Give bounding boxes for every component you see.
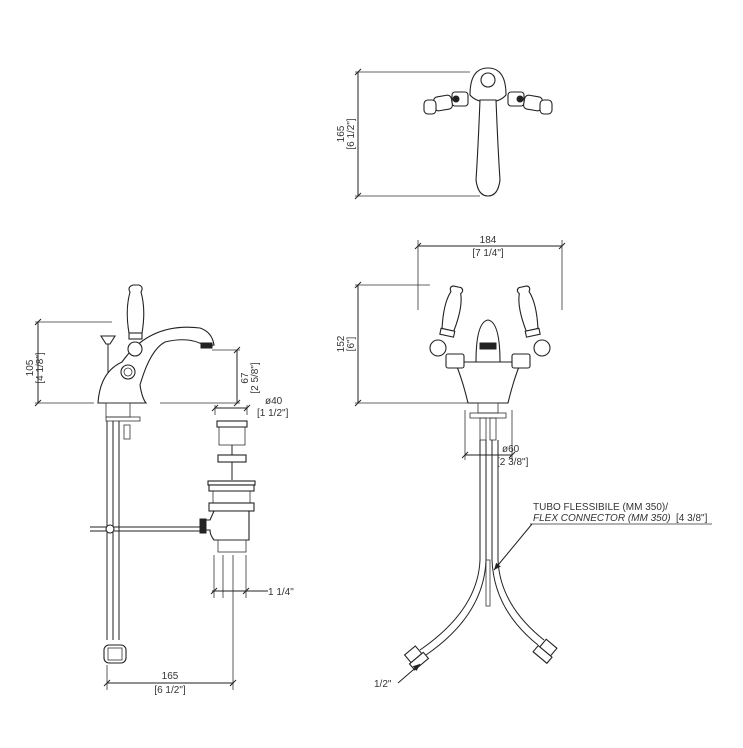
front-hole-mm: ø60 (502, 444, 520, 455)
front-height-mm: 152 (336, 335, 347, 352)
hose-label-it: TUBO FLESSIBILE (MM 350)/ (533, 502, 668, 513)
top-view: 165 [6 1/2"] (336, 67, 553, 200)
side-view: 105 [4 1/8"] 67 [2 5/8"] (25, 284, 294, 696)
spout-height-inch: [2 5/8"] (250, 362, 261, 394)
drain-dia-mm: ø40 (265, 396, 283, 407)
left-hose-nut (403, 645, 430, 671)
right-handle-front (516, 285, 541, 338)
spout-front (475, 319, 501, 363)
connector-size: 1/2" (374, 679, 392, 690)
top-height-mm: 165 (336, 125, 347, 142)
side-hose-nut (103, 644, 127, 664)
reach-mm: 165 (162, 671, 179, 682)
right-hose-nut (532, 638, 558, 665)
hose-label-en: FLEX CONNECTOR (MM 350) (533, 513, 671, 524)
front-width-inch: [7 1/4"] (472, 248, 504, 259)
lever-top (475, 99, 501, 197)
drain-dia-inch: [1 1/2"] (257, 408, 289, 419)
front-height-inch: [6"] (346, 336, 357, 351)
hose-label-inch: [4 3/8"] (676, 513, 708, 524)
spout-side (97, 326, 215, 404)
front-hole-inch: [2 3/8"] (497, 457, 529, 468)
reach-inch: [6 1/2"] (154, 685, 186, 696)
left-handle-front (439, 285, 464, 338)
top-height-inch: [6 1/2"] (346, 118, 357, 150)
handle-side (126, 284, 145, 334)
left-handle-top (423, 91, 469, 115)
front-view: 184 [7 1/4"] 152 [6"] (336, 235, 712, 690)
spout-height-mm: 67 (240, 372, 251, 384)
front-width-mm: 184 (480, 235, 497, 246)
side-height-inch: [4 1/8"] (35, 352, 46, 384)
waste-size: 1 1/4" (268, 587, 294, 598)
right-handle-top (507, 91, 553, 115)
side-height-mm: 105 (25, 359, 36, 376)
drain-assembly (199, 420, 256, 553)
